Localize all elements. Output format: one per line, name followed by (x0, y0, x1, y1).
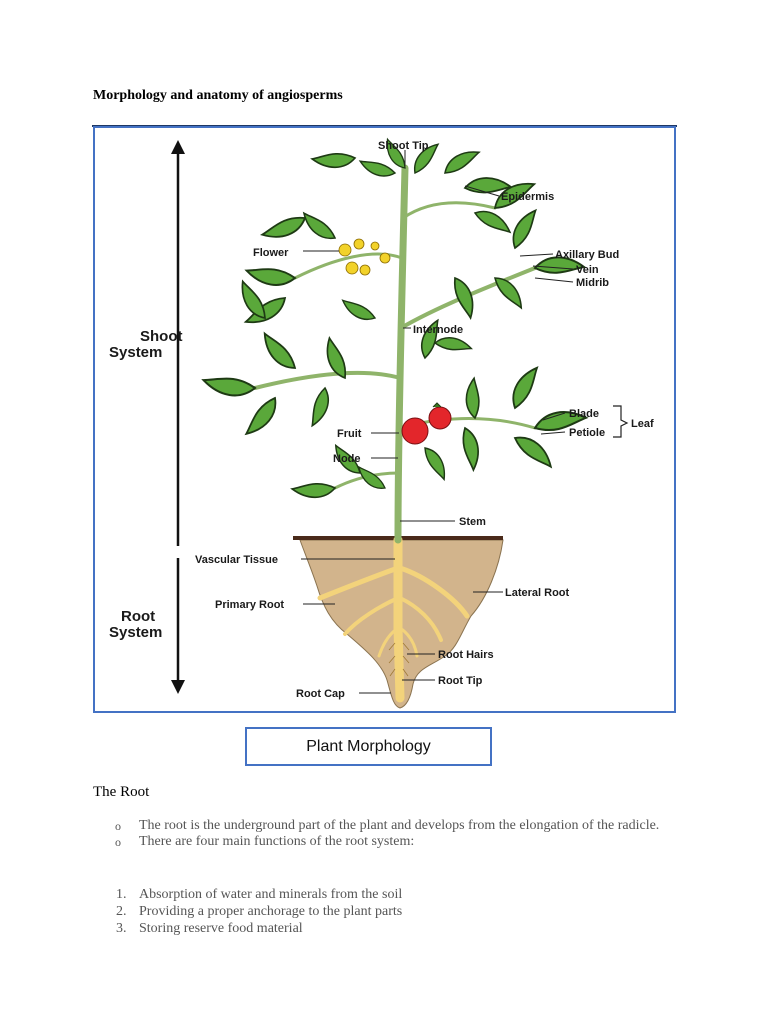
label-flower: Flower (253, 247, 289, 259)
list-item: 2. Providing a proper anchorage to the p… (113, 903, 683, 920)
root-hairs (388, 642, 410, 677)
flowers (338, 238, 391, 276)
label-internode: Internode (413, 324, 463, 336)
root-system-label-1: Root (121, 608, 155, 625)
plant-diagram-svg: Shoot System Root System (109, 135, 654, 709)
list-text: Absorption of water and minerals from th… (139, 887, 403, 902)
bullet-marker: o (115, 819, 121, 833)
shoot-system-label-2: System (109, 344, 162, 361)
list-number: 3. (116, 921, 127, 936)
leader-lines (301, 150, 574, 694)
label-midrib: Midrib (576, 277, 609, 289)
root-system-label-2: System (109, 624, 162, 641)
list-number: 1. (116, 887, 127, 902)
system-arrows (171, 140, 185, 694)
label-axillary-bud: Axillary Bud (555, 249, 619, 261)
numbered-list: 1. Absorption of water and minerals from… (113, 886, 683, 937)
leaf-brace (613, 405, 629, 438)
bullet-list: o The root is the underground part of th… (113, 818, 683, 850)
list-item: o The root is the underground part of th… (113, 818, 683, 834)
list-text: Providing a proper anchorage to the plan… (139, 904, 403, 919)
bullet-text: The root is the underground part of the … (139, 818, 660, 833)
label-node: Node (333, 453, 361, 465)
label-root-hairs: Root Hairs (438, 649, 494, 661)
label-shoot-tip: Shoot Tip (378, 140, 429, 152)
label-root-cap: Root Cap (296, 688, 345, 700)
label-primary-root: Primary Root (215, 599, 284, 611)
label-vascular-tissue: Vascular Tissue (195, 554, 278, 566)
document-title: Morphology and anatomy of angiosperms (93, 88, 343, 103)
figure-caption: Plant Morphology (245, 727, 492, 766)
plant-diagram: Shoot System Root System (93, 126, 676, 713)
label-leaf: Leaf (631, 418, 654, 430)
label-epidermis: Epidermis (501, 191, 554, 203)
label-lateral-root: Lateral Root (505, 587, 570, 599)
label-fruit: Fruit (337, 428, 362, 440)
fruit (401, 402, 452, 445)
list-item: o There are four main functions of the r… (113, 834, 683, 850)
roots (317, 535, 470, 703)
label-vein: Vein (576, 264, 599, 276)
bullet-marker: o (115, 835, 121, 849)
list-text: Storing reserve food material (139, 921, 303, 936)
list-item: 3. Storing reserve food material (113, 920, 683, 937)
label-stem: Stem (459, 516, 486, 528)
section-heading: The Root (93, 784, 150, 800)
label-petiole: Petiole (569, 427, 605, 439)
label-blade: Blade (569, 408, 599, 420)
list-item: 1. Absorption of water and minerals from… (113, 886, 683, 903)
label-root-tip: Root Tip (438, 675, 483, 687)
list-number: 2. (116, 904, 127, 919)
bullet-text: There are four main functions of the roo… (139, 834, 415, 849)
shoot-system-label-1: Shoot (140, 328, 183, 345)
